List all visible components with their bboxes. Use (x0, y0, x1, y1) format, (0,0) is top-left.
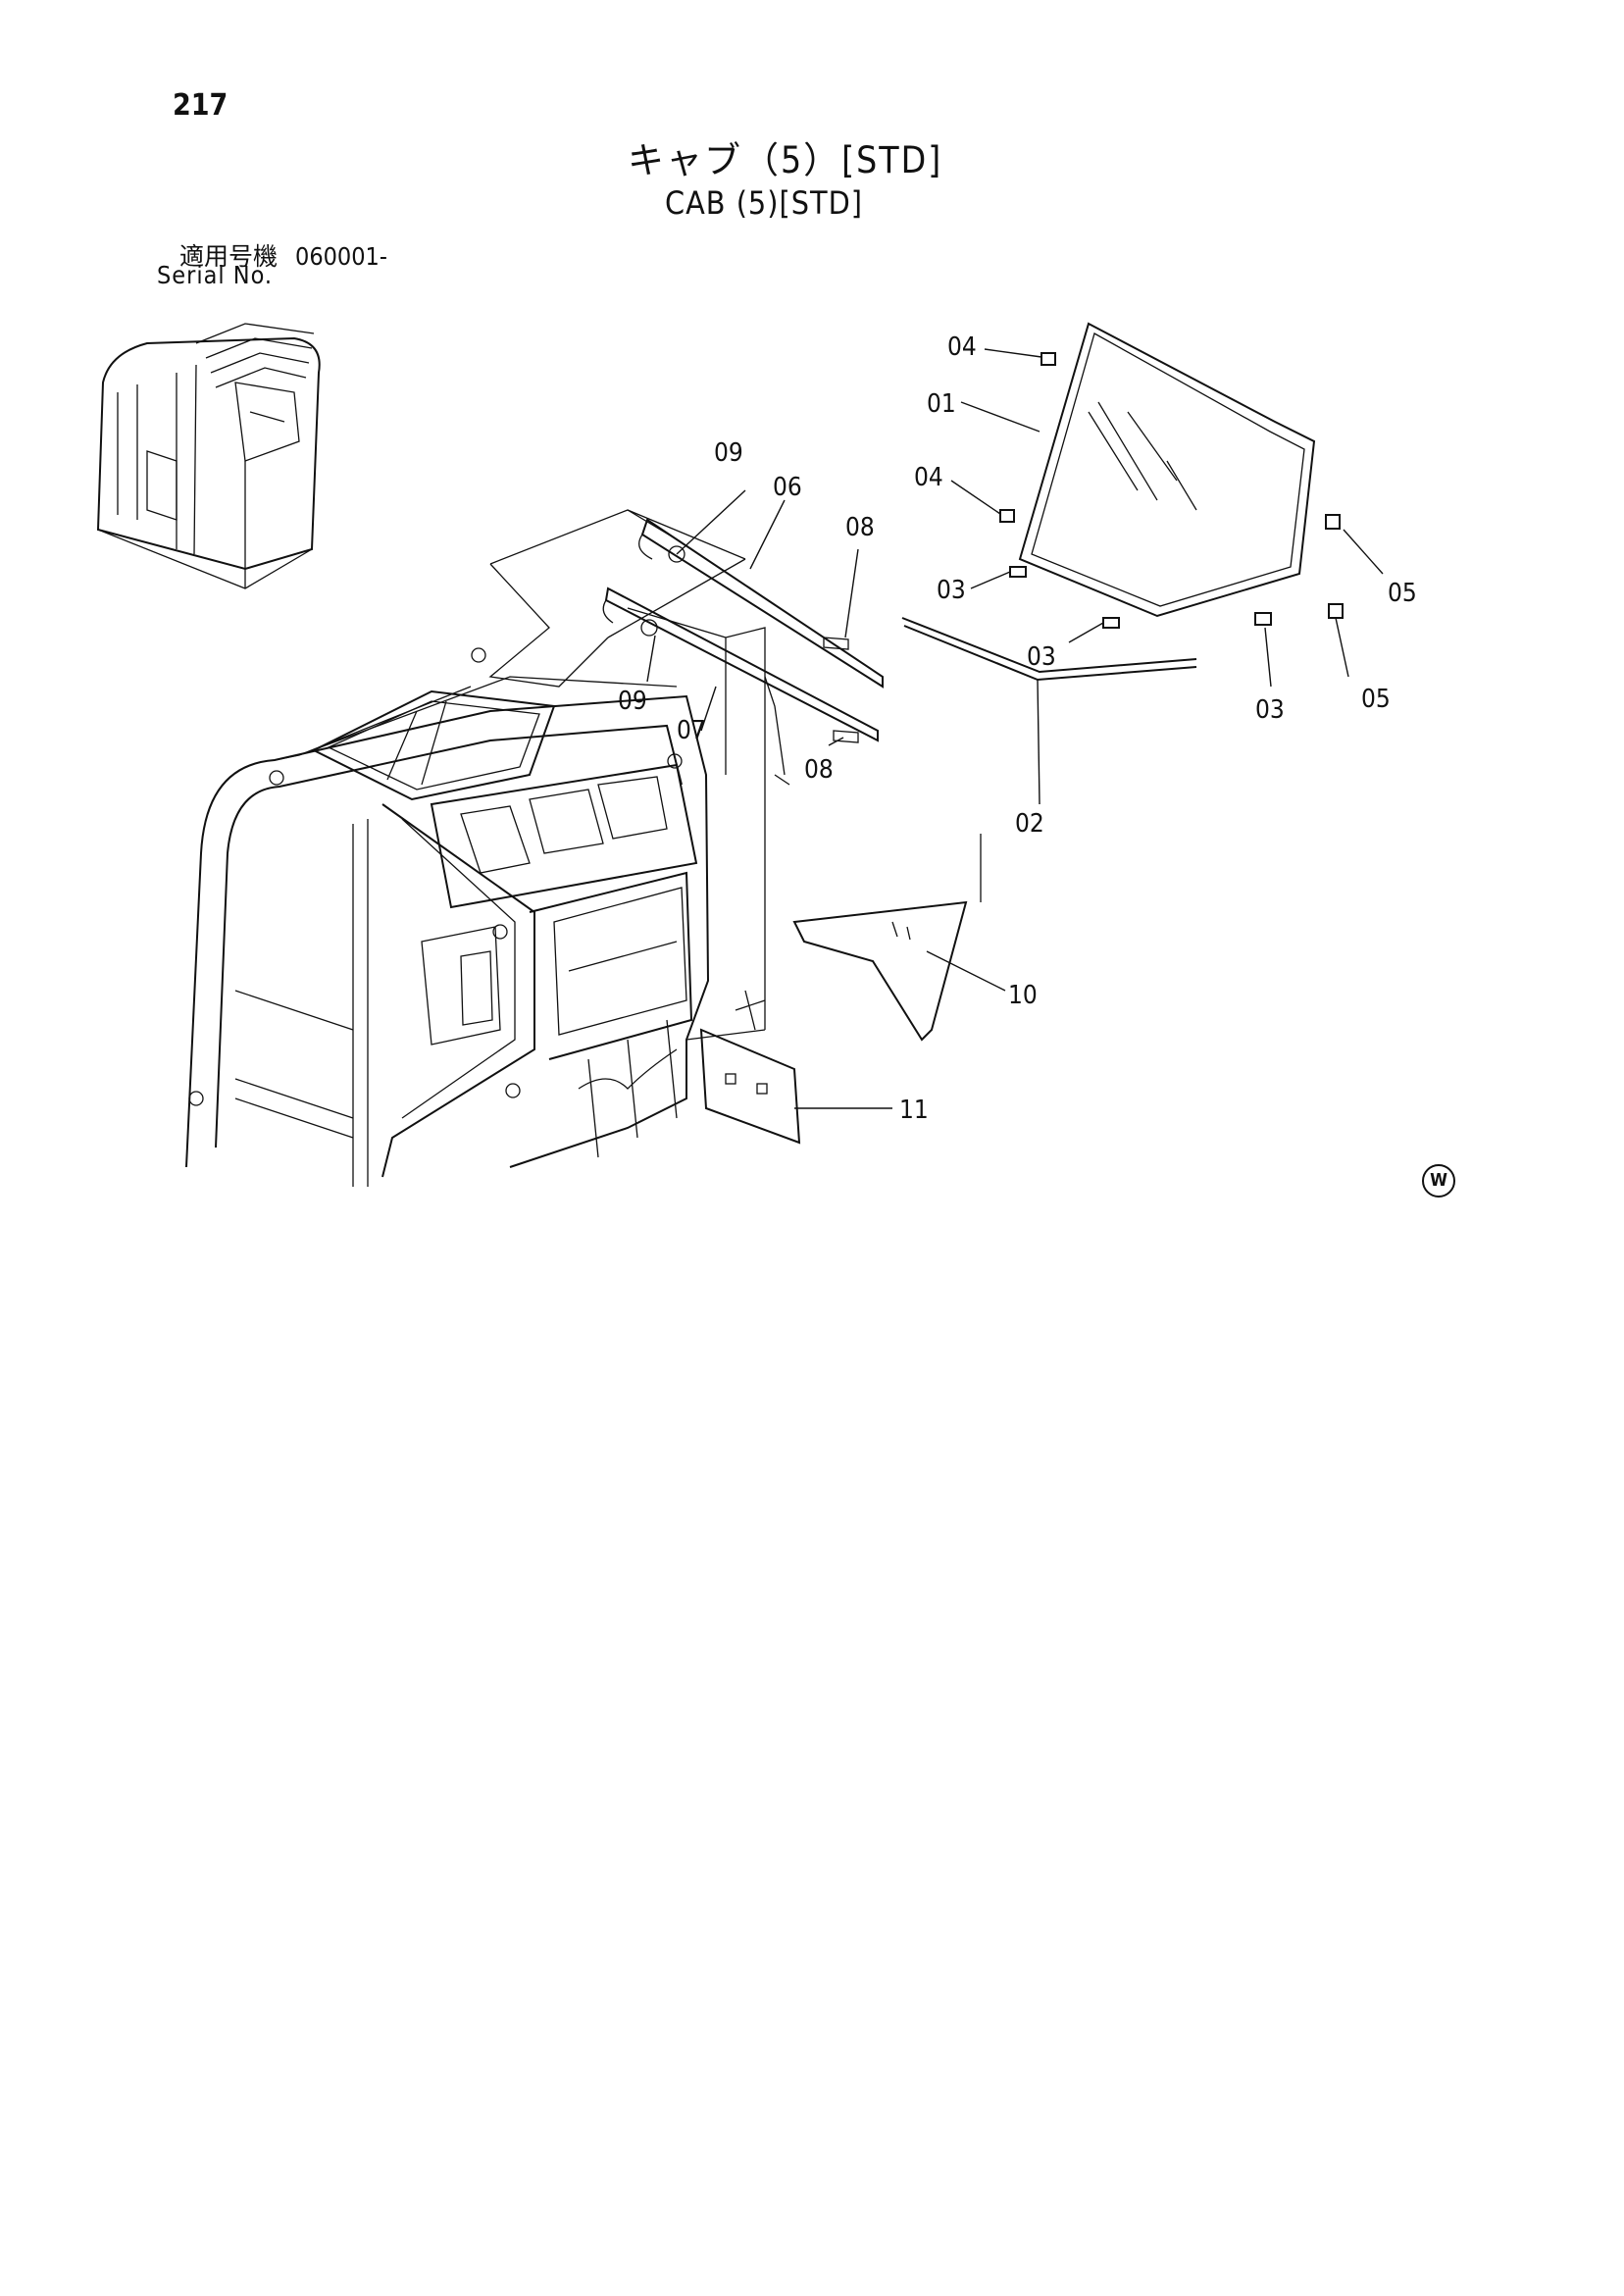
callout-06: 06 (773, 473, 802, 502)
callout-07: 07 (677, 716, 706, 745)
callout-08-lower: 08 (804, 755, 834, 785)
callout-02: 02 (1015, 809, 1044, 839)
callout-09-upper: 09 (714, 438, 743, 468)
callout-09-lower: 09 (618, 687, 647, 716)
page-title-en: CAB (5)[STD] (665, 184, 863, 222)
callout-01: 01 (927, 389, 956, 419)
page-number: 217 (173, 88, 228, 123)
cab-frame (185, 509, 766, 1187)
serial-label-ja: 適用号機 060001- (179, 237, 387, 273)
serial-value: 060001- (295, 242, 387, 271)
callout-03-left: 03 (937, 576, 966, 605)
w-mark: W (1422, 1164, 1455, 1198)
callout-03-right: 03 (1255, 695, 1285, 725)
callout-05-lower: 05 (1361, 685, 1391, 714)
callout-03-middle: 03 (1027, 642, 1056, 672)
callout-08-upper: 08 (845, 513, 875, 542)
leader-lines (646, 348, 1384, 1109)
guide-bars (602, 518, 884, 786)
page-title-ja: キャブ（5）[STD] (628, 139, 943, 181)
callout-labels: 01 02 03 03 03 04 04 05 05 06 07 08 08 0… (618, 332, 1417, 1125)
callout-10: 10 (1008, 981, 1038, 1010)
callout-04-top: 04 (947, 332, 977, 362)
clips (999, 352, 1344, 629)
guard-and-plate (699, 834, 982, 1145)
callout-04-lower: 04 (914, 463, 943, 492)
cab-overview-thumbnail (96, 323, 321, 589)
serial-label-ja-text: 適用号機 (179, 242, 279, 271)
callout-05-upper: 05 (1388, 579, 1417, 608)
window-glass (1018, 322, 1316, 618)
callout-11: 11 (899, 1096, 929, 1125)
serial-label-en: Serial No. (157, 261, 274, 289)
